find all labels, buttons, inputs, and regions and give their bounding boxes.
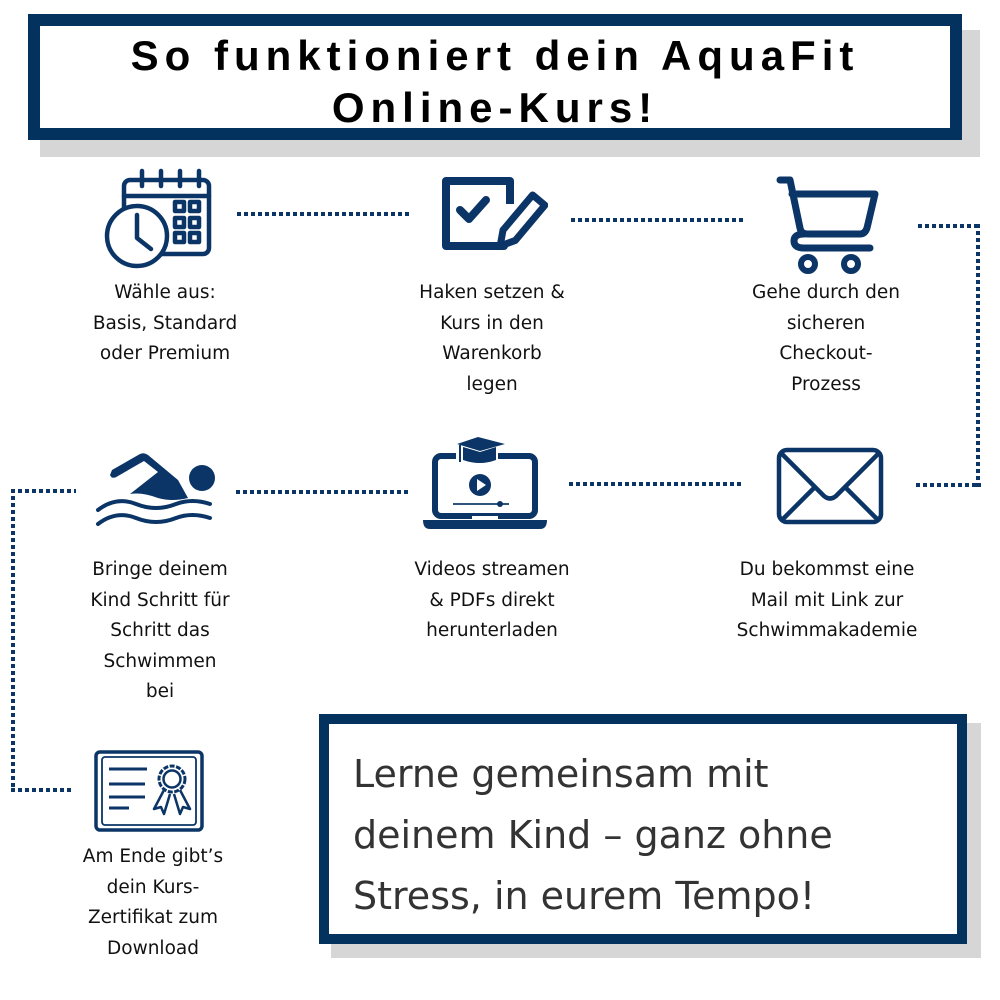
title-box: So funktioniert dein AquaFit Online-Kurs…: [28, 14, 962, 140]
certificate-ribbon-icon: [94, 750, 204, 832]
page-title-line-1: So funktioniert dein AquaFit: [130, 32, 860, 79]
connector-right-bottom: [916, 483, 981, 487]
connector-left-bottom: [11, 788, 74, 792]
laptop-video-graduation-icon: [423, 437, 547, 529]
connector-6-5: [236, 490, 409, 494]
connector-left-vertical: [11, 489, 15, 792]
connector-5-4: [569, 482, 742, 486]
shopping-cart-icon: [776, 176, 879, 274]
connector-2-3: [571, 218, 744, 222]
connector-right-vertical: [976, 224, 980, 488]
page-title-line-2: Online-Kurs!: [331, 84, 659, 131]
checkbox-pencil-icon: [442, 177, 548, 250]
swimmer-icon: [96, 453, 215, 526]
connector-3-right-top: [918, 224, 981, 228]
calendar-clock-icon: [104, 168, 212, 269]
envelope-icon: [776, 447, 884, 525]
connector-1-2: [237, 212, 410, 216]
connector-left-top: [11, 489, 76, 493]
